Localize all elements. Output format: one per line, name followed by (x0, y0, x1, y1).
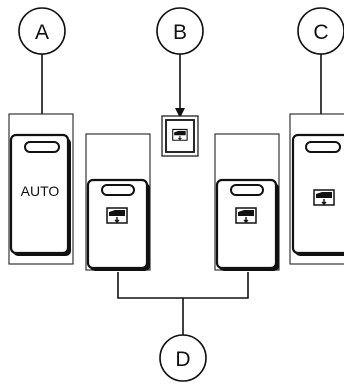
leader-bracket-d (117, 272, 249, 299)
window-glass-icon (235, 207, 257, 224)
rear-left-window-switch (85, 133, 151, 271)
rear-right-window-switch (214, 133, 280, 271)
rear-right-switch-body (215, 178, 278, 270)
callout-label-a: A (35, 21, 49, 44)
callout-circle-b (156, 7, 204, 55)
window-glass-icon (172, 128, 188, 141)
passenger-switch-slot (305, 141, 341, 153)
window-glass-icon (106, 207, 128, 224)
callout-label-b: B (173, 21, 187, 44)
callout-circle-c (297, 7, 344, 55)
driver-auto-switch: AUTO (8, 113, 74, 265)
callout-label-c: C (313, 21, 328, 44)
window-glass-icon (313, 189, 335, 206)
callout-circle-d (159, 334, 207, 382)
driver-switch-slot (24, 141, 60, 153)
callout-circle-a (18, 7, 66, 55)
callout-d: D (117, 272, 249, 382)
arrowhead-b (175, 108, 185, 118)
callout-b: B (156, 7, 204, 118)
callout-label-d: D (175, 348, 190, 371)
rear-left-switch-body (86, 178, 149, 270)
callout-a: A (18, 7, 66, 150)
rear-right-switch-slot (230, 184, 264, 196)
passenger-window-switch (289, 113, 344, 265)
driver-auto-label: AUTO (21, 183, 60, 199)
driver-switch-body (9, 133, 70, 255)
rear-left-switch-slot (101, 184, 135, 196)
window-lock-switch (161, 115, 199, 157)
